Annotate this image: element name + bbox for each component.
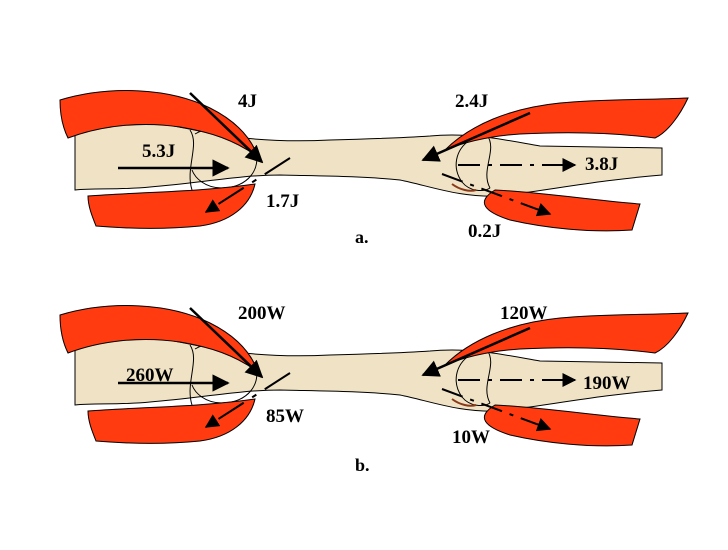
- left-joint-line: [189, 129, 194, 191]
- arrow-left-muscle: [189, 92, 264, 164]
- label-a-left-output: 1.7J: [266, 191, 300, 212]
- label-a-right-muscle: 2.4J: [455, 91, 489, 112]
- arrow-left-output: [204, 157, 291, 213]
- left-lower-muscle: [87, 398, 256, 444]
- label-b-left-muscle: 200W: [238, 303, 286, 324]
- label-b-left-input: 260W: [126, 365, 174, 386]
- label-b-right-output-small: 10W: [452, 427, 490, 448]
- label-b-right-muscle: 120W: [500, 303, 548, 324]
- right-joint-line: [486, 134, 492, 189]
- right-joint-line: [486, 349, 492, 404]
- label-b-left-output: 85W: [266, 406, 304, 427]
- caption-b: b.: [355, 455, 370, 475]
- left-upper-muscle: [59, 90, 260, 159]
- right-upper-muscle: [444, 97, 689, 151]
- right-upper-muscle: [444, 312, 689, 366]
- label-a-left-muscle: 4J: [238, 91, 257, 112]
- arrow-left-output: [204, 372, 291, 428]
- right-lower-muscle: [483, 404, 641, 447]
- arrow-right-output-small: [441, 173, 552, 217]
- panel-b: [59, 305, 689, 447]
- arrow-right-muscle: [421, 326, 531, 377]
- left-joint-line: [189, 344, 194, 406]
- arrow-right-muscle: [421, 111, 531, 162]
- label-a-left-input: 5.3J: [142, 141, 176, 162]
- label-b-right-output-main: 190W: [583, 373, 631, 394]
- left-upper-muscle: [59, 305, 260, 374]
- left-lower-muscle: [87, 183, 256, 229]
- label-a-right-output-main: 3.8J: [585, 154, 619, 175]
- label-a-right-output-small: 0.2J: [468, 221, 502, 242]
- right-lower-muscle: [483, 189, 641, 232]
- caption-a: a.: [355, 227, 369, 247]
- panel-a: [59, 90, 689, 232]
- tendon-accent: [451, 398, 477, 407]
- tendon-accent: [451, 183, 477, 192]
- arrow-left-muscle: [189, 307, 264, 379]
- arrow-right-output-small: [441, 388, 552, 432]
